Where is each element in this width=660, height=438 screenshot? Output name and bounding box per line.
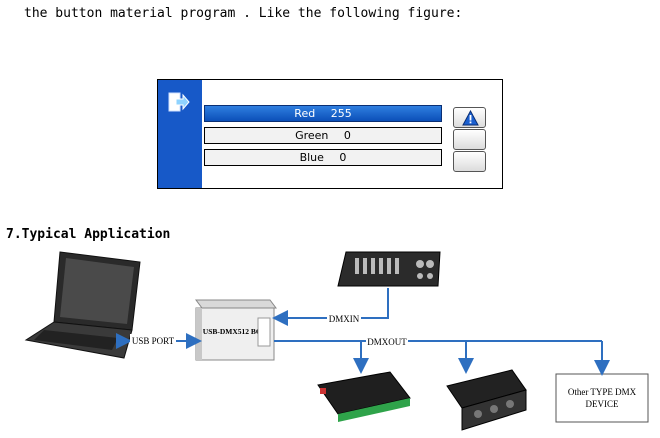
field-blue[interactable]: Blue 0 xyxy=(204,149,442,166)
field-green-value: 0 xyxy=(343,129,351,142)
field-green-name: Green xyxy=(295,129,329,142)
field-red-name: Red xyxy=(294,107,316,120)
laptop-icon xyxy=(24,251,141,359)
empty-button-2[interactable] xyxy=(453,151,486,172)
exit-icon xyxy=(168,92,190,112)
color-control-figure: Red 255 Green 0 Blue 0 xyxy=(157,79,503,189)
box-label: USB-DMX512 BOX xyxy=(203,327,268,336)
usb-port-label: USB PORT xyxy=(132,336,175,346)
field-red-value: 255 xyxy=(330,107,352,120)
field-red[interactable]: Red 255 xyxy=(204,105,442,122)
field-blue-name: Blue xyxy=(299,151,324,164)
warning-button[interactable] xyxy=(453,107,486,128)
other-device-box xyxy=(555,373,649,423)
warning-icon xyxy=(462,110,479,126)
intro-text: the button material program . Like the f… xyxy=(24,6,463,21)
field-green[interactable]: Green 0 xyxy=(204,127,442,144)
other-device-label-2: DEVICE xyxy=(586,399,619,409)
section-heading: 7.Typical Application xyxy=(6,227,171,242)
field-blue-value: 0 xyxy=(339,151,347,164)
dmxin-arrow xyxy=(272,288,389,326)
other-device-label-1: Other TYPE DMX xyxy=(568,387,637,397)
panel-sidebar xyxy=(158,80,202,188)
dmx-controller-icon xyxy=(337,251,441,287)
usb-dmx512-box: USB-DMX512 BOX xyxy=(195,299,277,361)
dmx-decoder-icon xyxy=(317,371,411,422)
dmxout-label: DMXOUT xyxy=(367,337,407,347)
dmx-splitter-icon xyxy=(446,369,527,431)
dmxin-label: DMXIN xyxy=(329,314,360,324)
empty-button-1[interactable] xyxy=(453,129,486,150)
